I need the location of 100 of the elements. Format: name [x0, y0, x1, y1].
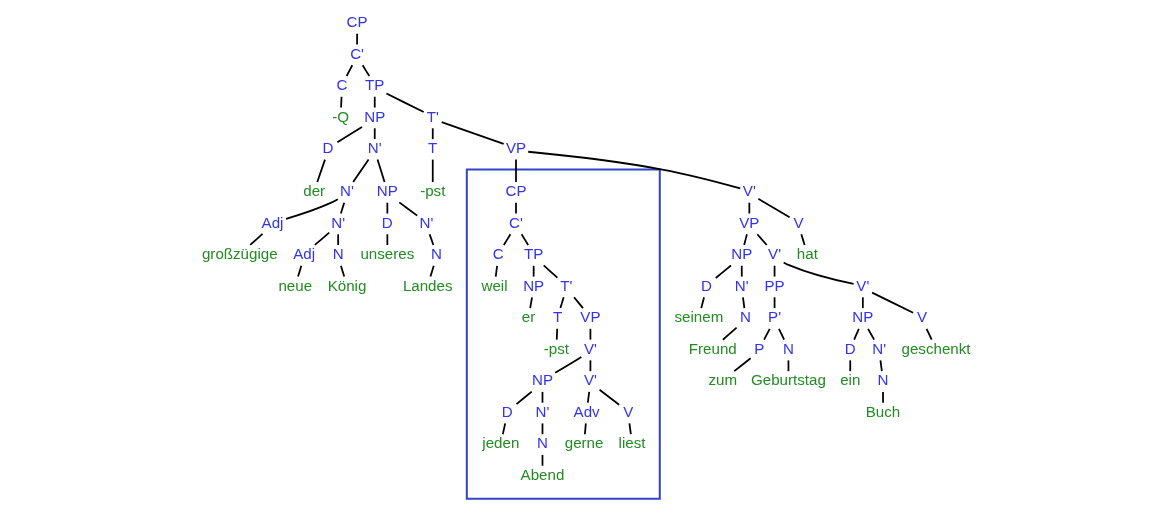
connector	[336, 126, 363, 144]
node-text: Abend	[520, 465, 564, 483]
node-text: N	[332, 245, 344, 263]
connector	[542, 264, 558, 279]
node-text: Adj	[261, 213, 284, 231]
cluster	[465, 168, 661, 500]
node-text: V'	[583, 339, 597, 357]
node-text: N'	[535, 402, 549, 420]
node-text: TP	[364, 76, 384, 94]
connector	[296, 264, 302, 278]
node-text: NP	[376, 182, 398, 200]
connector	[339, 201, 345, 215]
connector	[376, 158, 385, 183]
node-text: V'	[855, 276, 869, 294]
node-text: er	[521, 308, 535, 326]
node-text: D	[381, 213, 393, 231]
connector	[355, 32, 358, 46]
connector	[502, 233, 511, 246]
node-text: T	[552, 308, 562, 326]
node-text: TP	[523, 245, 543, 263]
node-text: N	[739, 308, 751, 326]
connector	[628, 422, 632, 436]
node-text: -Q	[331, 107, 349, 125]
node-text: König	[327, 276, 366, 294]
node-text: seinem	[674, 308, 723, 326]
node-text: gerne	[564, 434, 603, 452]
node-text: hat	[796, 245, 818, 263]
node-text: VP	[579, 308, 601, 326]
connector	[583, 422, 587, 436]
connector	[494, 264, 498, 278]
connector	[248, 233, 263, 246]
node-text: N'	[419, 213, 433, 231]
node-text: zum	[708, 371, 737, 389]
node-text: N'	[871, 339, 886, 357]
node-text: ein	[839, 371, 860, 389]
node-text: PP	[763, 276, 785, 294]
connector	[526, 150, 741, 190]
connector	[747, 201, 750, 215]
node-text: CP	[504, 182, 527, 200]
connector	[572, 296, 584, 309]
node-text: T'	[559, 276, 573, 294]
connector	[741, 296, 745, 309]
connector	[848, 359, 851, 373]
node-text: NP	[363, 107, 385, 125]
connector	[732, 357, 751, 373]
node-text: N	[536, 434, 548, 452]
node-text: V	[622, 402, 633, 420]
node-text: NP	[851, 308, 873, 326]
node-text: T	[427, 139, 437, 157]
node-text: -pst	[419, 182, 445, 200]
connector	[284, 198, 339, 220]
node-text: liest	[618, 434, 645, 452]
node-text: Adj	[292, 245, 315, 263]
node-text: Buch	[865, 402, 900, 420]
node-text: geschenkt	[901, 339, 970, 357]
node-text: NP	[522, 276, 544, 294]
node-text: N'	[339, 182, 354, 200]
node-text: großzügige	[201, 245, 278, 263]
connector	[431, 127, 434, 140]
node-text: N'	[367, 139, 382, 157]
node-text: Adv	[573, 402, 600, 420]
connector	[428, 233, 434, 246]
node-text: C	[492, 245, 504, 263]
connector	[339, 95, 342, 109]
connector	[555, 327, 558, 341]
node-text: weil	[481, 276, 508, 294]
node-text: unseres	[359, 245, 414, 263]
connector	[742, 233, 748, 246]
connector	[385, 92, 425, 113]
connector	[559, 296, 565, 309]
node-text: Geburtstag	[750, 371, 826, 389]
node-text: N	[782, 339, 794, 357]
node-text: P	[753, 339, 764, 357]
connector	[777, 327, 785, 341]
connector	[740, 264, 743, 278]
node-text: V'	[742, 182, 756, 200]
connector	[762, 327, 771, 341]
connector	[799, 233, 805, 246]
node-text: N'	[330, 213, 345, 231]
connector	[515, 390, 533, 405]
connector	[553, 356, 582, 374]
connector	[852, 327, 860, 341]
node-text: C	[335, 76, 347, 94]
node-text: NP	[730, 245, 752, 263]
node-text: Freund	[688, 339, 737, 357]
connector	[385, 233, 388, 246]
connector	[501, 422, 506, 436]
node-text: T'	[426, 107, 439, 125]
connector	[520, 233, 529, 246]
connector	[881, 391, 884, 404]
connector	[336, 233, 339, 246]
node-text: der	[302, 182, 325, 200]
node-text: N'	[734, 276, 749, 294]
connector	[514, 158, 517, 183]
node-text: P'	[767, 308, 781, 326]
connector	[373, 127, 376, 140]
node-text: C'	[508, 213, 523, 231]
node-text: D	[322, 139, 334, 157]
connector	[721, 326, 737, 341]
connector	[866, 327, 875, 341]
